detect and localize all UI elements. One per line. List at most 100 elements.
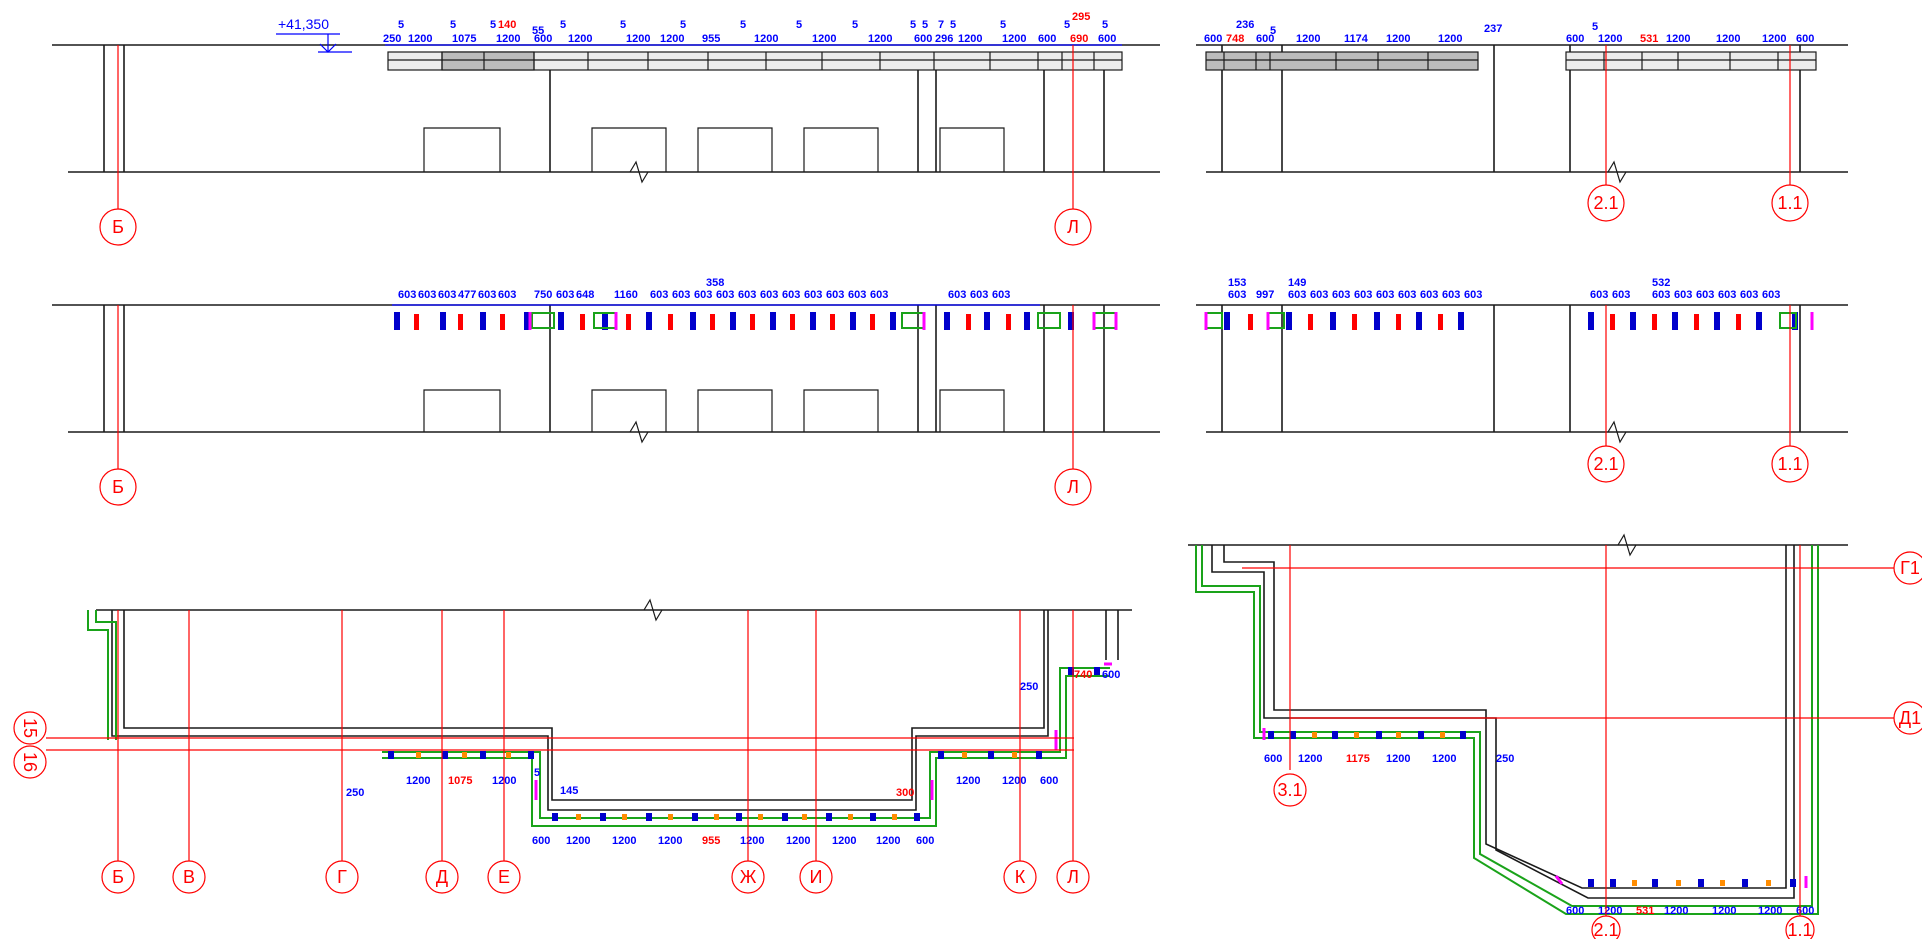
svg-text:1200: 1200 xyxy=(1716,33,1740,45)
svg-text:1200: 1200 xyxy=(1666,33,1690,45)
svg-text:250: 250 xyxy=(1020,681,1038,693)
svg-text:748: 748 xyxy=(1226,33,1244,45)
elev1b-axis-11-bubble: 1.1 xyxy=(1771,184,1809,222)
svg-text:600: 600 xyxy=(1204,33,1222,45)
svg-text:600: 600 xyxy=(532,835,550,847)
svg-text:600: 600 xyxy=(1796,905,1814,917)
level-marker: +41,350 xyxy=(276,16,352,53)
svg-text:5: 5 xyxy=(560,19,566,31)
svg-text:477: 477 xyxy=(458,289,476,301)
svg-text:5: 5 xyxy=(950,19,956,31)
svg-text:250: 250 xyxy=(1496,753,1514,765)
elev2-dimension-labels: 603 603 603 477 603 603 750 603 648 1160… xyxy=(398,277,1010,301)
svg-text:603: 603 xyxy=(782,289,800,301)
level-mark-text: +41,350 xyxy=(278,16,329,32)
svg-text:1200: 1200 xyxy=(1762,33,1786,45)
svg-text:2.1: 2.1 xyxy=(1593,454,1618,474)
elev1b-dimension-labels: 600 748 600 1200 1174 1200 1200 237 236 … xyxy=(1204,19,1814,45)
svg-text:Г1: Г1 xyxy=(1900,558,1920,578)
svg-text:5: 5 xyxy=(1270,25,1276,37)
svg-text:7: 7 xyxy=(938,19,944,31)
svg-text:2.1: 2.1 xyxy=(1593,920,1618,939)
svg-text:1200: 1200 xyxy=(496,33,520,45)
elev1-break-mark xyxy=(629,160,649,184)
svg-text:16: 16 xyxy=(20,752,40,772)
svg-text:296: 296 xyxy=(935,33,953,45)
plan-1: 250 1200 1075 1200 5 145 600 1200 1200 1… xyxy=(13,598,1132,894)
svg-text:955: 955 xyxy=(702,33,720,45)
svg-text:603: 603 xyxy=(556,289,574,301)
svg-text:603: 603 xyxy=(1376,289,1394,301)
svg-text:145: 145 xyxy=(560,785,578,797)
svg-text:1200: 1200 xyxy=(868,33,892,45)
svg-text:690: 690 xyxy=(1070,33,1088,45)
elevation-1: +41,350 5 5 5 5 5 5 5 5 5 5 5 7 5 5 5 5 … xyxy=(52,11,1160,246)
elev1-axis-b-bubble: Б xyxy=(99,208,137,246)
svg-text:1200: 1200 xyxy=(832,835,856,847)
svg-text:750: 750 xyxy=(534,289,552,301)
svg-text:1200: 1200 xyxy=(1598,33,1622,45)
svg-text:1200: 1200 xyxy=(1712,905,1736,917)
svg-text:600: 600 xyxy=(534,33,552,45)
svg-text:300: 300 xyxy=(896,787,914,799)
svg-text:1200: 1200 xyxy=(754,33,778,45)
svg-text:5: 5 xyxy=(1592,21,1598,33)
svg-text:1200: 1200 xyxy=(956,775,980,787)
svg-text:600: 600 xyxy=(914,33,932,45)
svg-text:603: 603 xyxy=(478,289,496,301)
svg-text:1200: 1200 xyxy=(1432,753,1456,765)
svg-text:1075: 1075 xyxy=(452,33,476,45)
svg-text:603: 603 xyxy=(418,289,436,301)
elevation-1-right: 600 748 600 1200 1174 1200 1200 237 236 … xyxy=(1196,19,1848,222)
plan2-axes xyxy=(1242,545,1898,922)
svg-text:5: 5 xyxy=(796,19,802,31)
svg-text:1075: 1075 xyxy=(448,775,472,787)
svg-text:600: 600 xyxy=(916,835,934,847)
svg-text:Б: Б xyxy=(112,867,124,887)
svg-text:5: 5 xyxy=(852,19,858,31)
svg-text:1200: 1200 xyxy=(1438,33,1462,45)
svg-text:1175: 1175 xyxy=(1346,753,1370,765)
svg-text:1.1: 1.1 xyxy=(1777,454,1802,474)
svg-text:1200: 1200 xyxy=(1598,905,1622,917)
svg-text:603: 603 xyxy=(1442,289,1460,301)
svg-text:1200: 1200 xyxy=(1298,753,1322,765)
svg-text:1200: 1200 xyxy=(740,835,764,847)
svg-text:603: 603 xyxy=(1652,289,1670,301)
svg-text:603: 603 xyxy=(1420,289,1438,301)
svg-text:603: 603 xyxy=(438,289,456,301)
svg-text:1174: 1174 xyxy=(1344,33,1369,45)
svg-text:603: 603 xyxy=(826,289,844,301)
svg-text:1.1: 1.1 xyxy=(1777,193,1802,213)
svg-text:1200: 1200 xyxy=(568,33,592,45)
svg-text:358: 358 xyxy=(706,277,724,289)
svg-text:531: 531 xyxy=(1636,905,1654,917)
elev1b-axis-21-bubble: 2.1 xyxy=(1587,184,1625,222)
svg-text:5: 5 xyxy=(1064,19,1070,31)
svg-text:603: 603 xyxy=(1718,289,1736,301)
svg-text:Д: Д xyxy=(436,867,448,887)
svg-text:Ж: Ж xyxy=(740,867,757,887)
svg-text:Л: Л xyxy=(1067,867,1079,887)
svg-text:1200: 1200 xyxy=(1296,33,1320,45)
svg-text:5: 5 xyxy=(490,19,496,31)
svg-text:Б: Б xyxy=(112,477,124,497)
svg-text:1200: 1200 xyxy=(626,33,650,45)
svg-text:603: 603 xyxy=(1464,289,1482,301)
svg-text:1.1: 1.1 xyxy=(1787,920,1812,939)
svg-text:1200: 1200 xyxy=(408,33,432,45)
svg-text:И: И xyxy=(810,867,823,887)
svg-text:600: 600 xyxy=(1256,33,1274,45)
svg-text:603: 603 xyxy=(760,289,778,301)
svg-text:603: 603 xyxy=(1590,289,1608,301)
svg-text:5: 5 xyxy=(922,19,928,31)
plan2-brackets xyxy=(1262,728,1808,888)
svg-text:В: В xyxy=(183,867,195,887)
elev2b-axis-21-bubble: 2.1 xyxy=(1587,445,1625,483)
svg-text:1200: 1200 xyxy=(566,835,590,847)
svg-text:1200: 1200 xyxy=(876,835,900,847)
elev1-dimension-labels: 5 5 5 5 5 5 5 5 5 5 5 7 5 5 5 5 250 1200… xyxy=(383,11,1116,45)
svg-text:603: 603 xyxy=(716,289,734,301)
svg-text:5: 5 xyxy=(534,767,540,779)
